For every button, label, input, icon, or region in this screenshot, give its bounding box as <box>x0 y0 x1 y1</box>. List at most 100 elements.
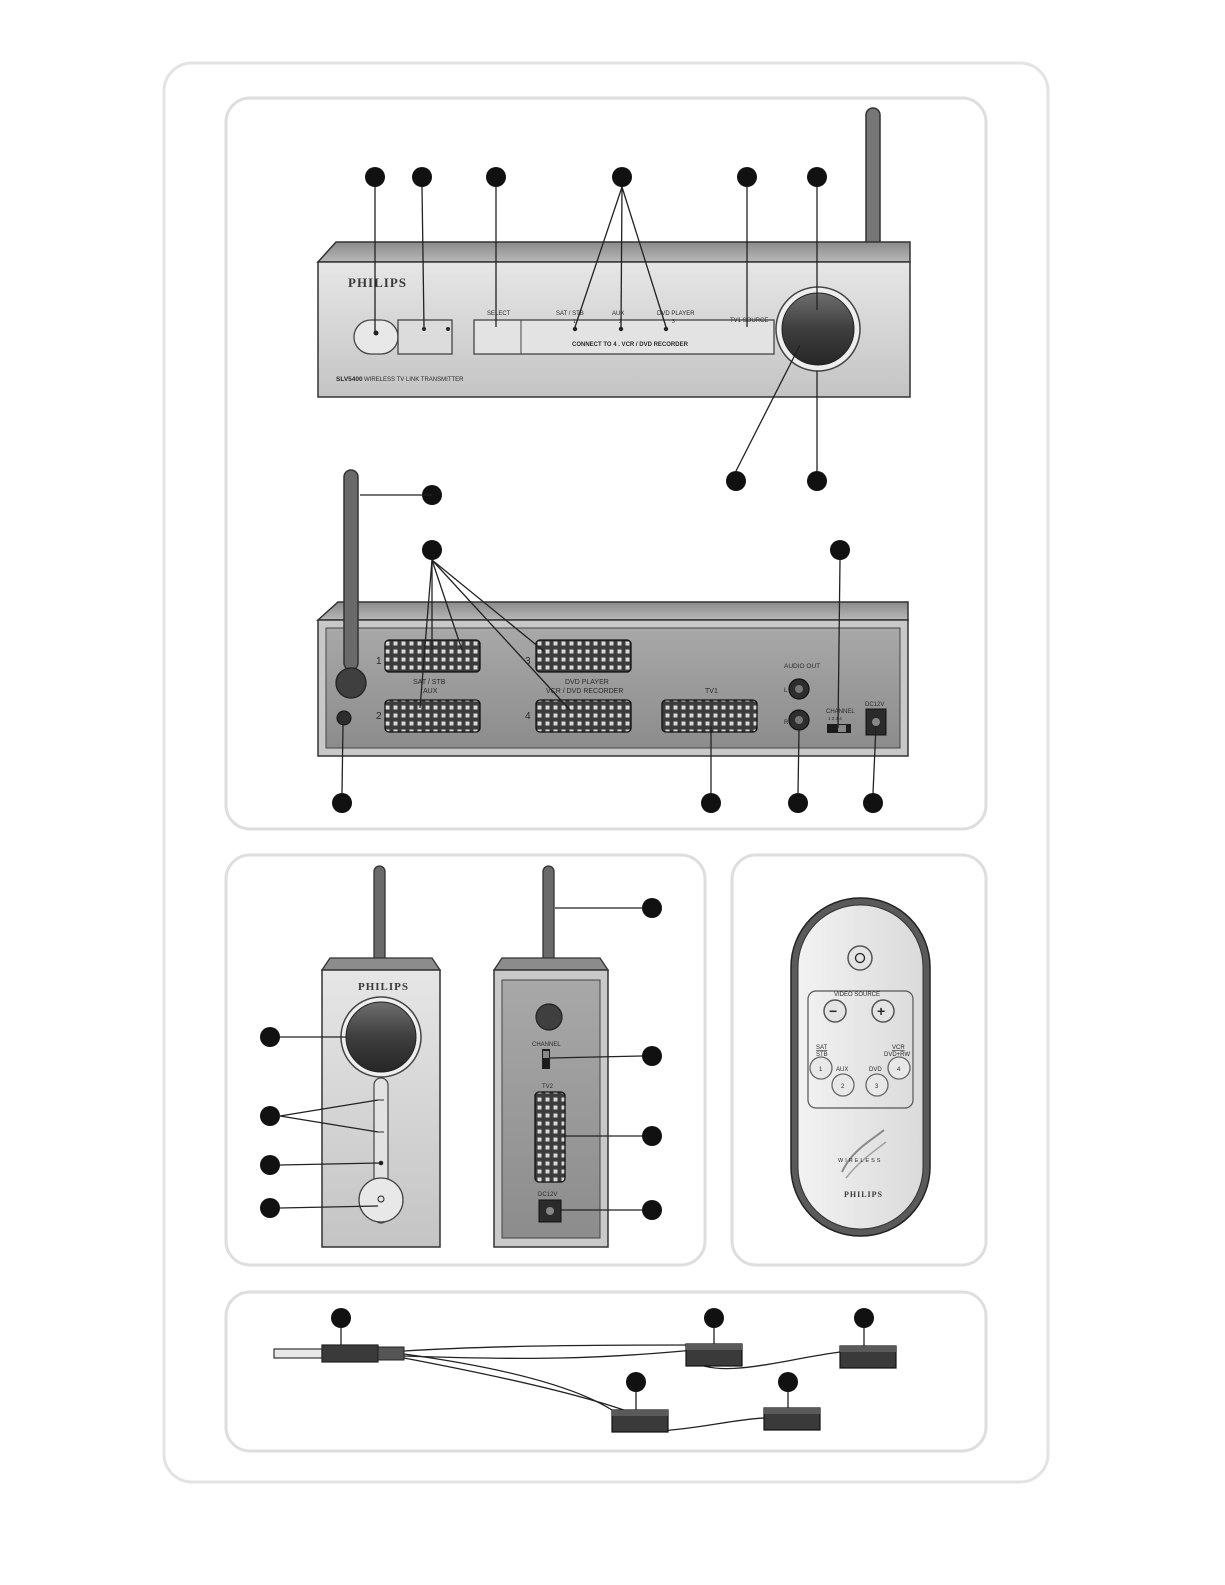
callout-emitter-4 <box>778 1372 798 1392</box>
remote-btn-3-label: 3 <box>875 1084 879 1090</box>
scart-3[interactable] <box>535 639 632 673</box>
remote-stb-label: STB <box>816 1052 828 1058</box>
power-button[interactable] <box>353 319 399 355</box>
video-source-label: VIDEO SOURCE <box>834 992 880 998</box>
remote-control: VIDEO SOURCE − + SAT STB VCR DVD+RW AUX … <box>790 897 931 1237</box>
scart-4[interactable] <box>535 699 632 733</box>
callout-ir-jack <box>332 793 352 813</box>
connect-label: CONNECT TO 4 . VCR / DVD RECORDER <box>572 342 689 348</box>
callout-receiver-channel <box>642 1046 662 1066</box>
remote-power-button[interactable] <box>847 945 873 971</box>
status-led <box>446 327 450 331</box>
source-2-label: AUX <box>612 311 624 317</box>
port-4-num: 4 <box>525 711 531 722</box>
remote-minus-button[interactable] <box>823 999 847 1023</box>
outer-frame <box>162 61 1050 1484</box>
remote-brand: PHILIPS <box>844 1190 883 1199</box>
receiver-scart-tv2[interactable] <box>534 1091 566 1183</box>
video-source-group <box>807 990 914 1109</box>
power-led-icon <box>373 330 379 336</box>
callout-tv1-scart <box>701 793 721 813</box>
receiver-tv2-label: TV2 <box>542 1084 554 1090</box>
remote-btn-4[interactable] <box>887 1056 911 1080</box>
receiver-back-callouts <box>549 898 662 1220</box>
callout-receiver-led <box>260 1155 280 1175</box>
panel-remote <box>730 853 988 1267</box>
source-3-label: DVD PLAYER <box>657 311 695 317</box>
tv1-label: TV1 <box>705 688 718 695</box>
remote-dvd-label: DVD <box>869 1067 882 1073</box>
tv1-source-label: TV1 SOURCE <box>730 318 768 324</box>
source-1-num: 1 <box>573 319 576 325</box>
callout-standby <box>412 167 432 187</box>
callout-audio-out <box>788 793 808 813</box>
vcr-dvd-rec-label: VCR / DVD RECORDER <box>546 688 623 695</box>
callout-source-leds <box>612 167 632 187</box>
transmitter-front: PHILIPS SELECT SAT / STB 1 AUX 2 DVD PLA… <box>316 107 911 398</box>
callout-knob-bottom-left <box>726 471 746 491</box>
callout-cable-plug <box>331 1308 351 1328</box>
remote-btn-2[interactable] <box>831 1073 855 1097</box>
audio-out-label: AUDIO OUT <box>784 663 820 670</box>
front-callouts <box>365 167 827 491</box>
receiver-back: CHANNEL TV2 DC12V <box>492 865 610 1248</box>
callout-dc-jack <box>863 793 883 813</box>
remote-sat-label: SAT <box>816 1045 828 1051</box>
remote-btn-4-label: 4 <box>897 1067 901 1073</box>
scart-2[interactable] <box>384 699 481 733</box>
callout-emitter-2 <box>854 1308 874 1328</box>
audio-r-label: R <box>784 720 789 726</box>
panel-transmitter <box>224 96 988 831</box>
sat-stb-label: SAT / STB <box>413 679 446 686</box>
back-callouts <box>332 485 883 813</box>
callout-receiver-dc <box>642 1200 662 1220</box>
callout-receiver-scart <box>642 1126 662 1146</box>
remote-body <box>797 904 924 1230</box>
callout-knob-bottom-right <box>807 471 827 491</box>
port-2-num: 2 <box>376 711 382 722</box>
aux-label: AUX <box>423 688 438 695</box>
callout-tv1-source <box>737 167 757 187</box>
remote-btn-1[interactable] <box>809 1056 833 1080</box>
channel-label-back: CHANNEL <box>826 709 855 715</box>
dvd-player-label: DVD PLAYER <box>565 679 609 686</box>
select-strip[interactable] <box>473 319 775 355</box>
panel-cable <box>224 1290 988 1453</box>
receiver-channel-switch[interactable] <box>542 1049 550 1069</box>
remote-power-icon <box>854 952 866 964</box>
source-3-num: 3 <box>672 319 675 325</box>
transmitter-back: 1 SAT / STB AUX 2 3 DVD PLAYER VCR / DVD… <box>316 469 909 757</box>
model-name: SLV5400 <box>336 376 363 383</box>
ir-cable <box>273 1343 897 1433</box>
receiver-front-antenna <box>373 865 386 963</box>
source-2-led <box>618 326 624 332</box>
receiver-led <box>378 1160 384 1166</box>
callout-emitter-3 <box>626 1372 646 1392</box>
wireless-logo-icon <box>841 1129 887 1179</box>
remote-plus-button[interactable] <box>871 999 895 1023</box>
callout-knob-top <box>807 167 827 187</box>
remote-btn-1-label: 1 <box>819 1067 823 1073</box>
audio-l-label: L <box>784 688 788 694</box>
standby-led <box>422 327 426 331</box>
cable-plug-tip <box>273 1348 323 1359</box>
receiver-channel-label: CHANNEL <box>532 1042 561 1048</box>
callout-power <box>365 167 385 187</box>
panel-receiver <box>224 853 707 1267</box>
ir-jack[interactable] <box>336 710 352 726</box>
remote-vcr-label: VCR <box>892 1045 905 1051</box>
remote-minus-label: − <box>829 1003 837 1019</box>
scart-tv1[interactable] <box>661 699 758 733</box>
source-1-label: SAT / STB <box>556 311 584 317</box>
receiver-brand: PHILIPS <box>358 981 409 993</box>
channel-nums-back: 1 2 3 4 <box>828 716 842 721</box>
receiver-front: PHILIPS <box>320 865 442 1248</box>
source-3-led <box>663 326 669 332</box>
remote-btn-3[interactable] <box>865 1073 889 1097</box>
antenna-base <box>335 667 367 699</box>
callout-receiver-power <box>260 1198 280 1218</box>
callout-receiver-antenna <box>642 898 662 918</box>
receiver-power-button[interactable] <box>358 1177 404 1223</box>
remote-dvdrw-label: DVD+RW <box>884 1052 910 1058</box>
